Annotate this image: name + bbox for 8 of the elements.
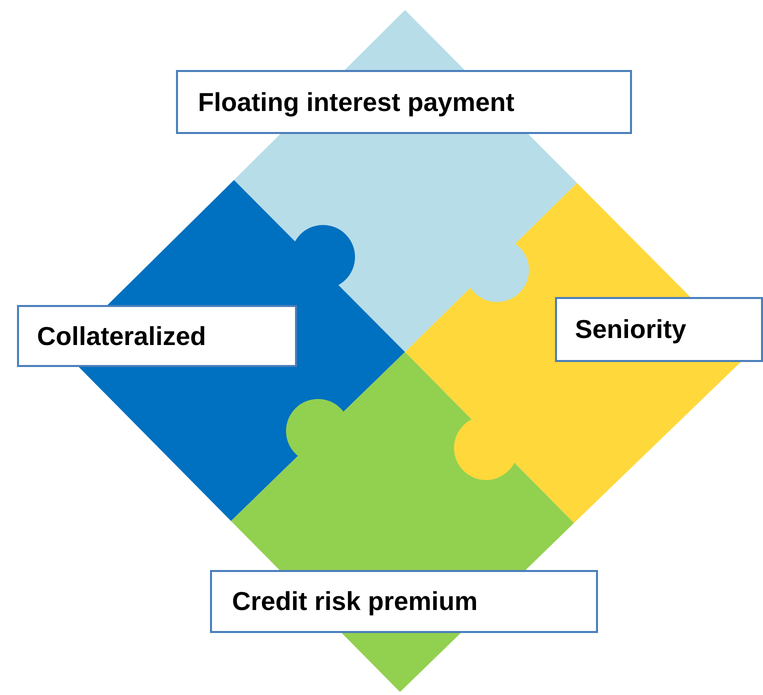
label-text: Floating interest payment	[198, 86, 514, 118]
label-box	[555, 297, 763, 362]
label-box	[210, 570, 598, 633]
label-box	[17, 305, 297, 367]
label-text: Seniority	[575, 313, 686, 346]
label-text: Collateralized	[37, 320, 206, 352]
label-box	[176, 70, 632, 134]
label-text: Credit risk premium	[232, 585, 478, 618]
